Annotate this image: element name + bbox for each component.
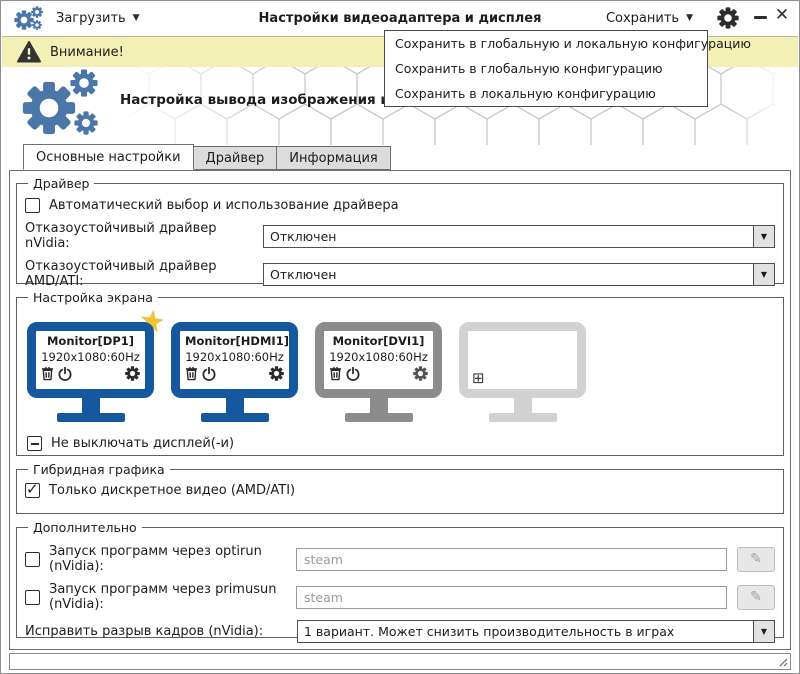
- primusun-checkbox[interactable]: [25, 589, 40, 605]
- group-extra: Дополнительно Запуск программ через opti…: [16, 520, 784, 643]
- primusun-edit-button[interactable]: ✎: [737, 584, 775, 610]
- auto-driver-label: Автоматический выбор и использование дра…: [49, 198, 399, 213]
- tearing-fix-value: 1 вариант. Может снизить производительно…: [304, 624, 675, 639]
- chevron-down-icon: ▼: [132, 13, 140, 23]
- trash-icon[interactable]: [329, 366, 342, 381]
- amd-failsafe-value: Отключен: [270, 266, 337, 282]
- monitor-dvi1[interactable]: Monitor[DVI1] 1920x1080:60Hz: [315, 322, 442, 428]
- group-screen-title: Настройка экрана: [33, 290, 153, 305]
- power-icon[interactable]: [202, 367, 216, 381]
- menu-item-save-global-local[interactable]: Сохранить в глобальную и локальную конфи…: [395, 36, 751, 51]
- minimize-icon[interactable]: [754, 16, 767, 19]
- group-screen: Настройка экрана ★ Monitor[DP1] 1920x108…: [16, 290, 784, 456]
- pencil-icon: ✎: [750, 551, 762, 567]
- monitor-name: Monitor[HDMI1]: [185, 334, 289, 348]
- save-dropdown-menu: Сохранить в глобальную и локальную конфи…: [384, 30, 751, 107]
- pencil-icon: ✎: [750, 589, 762, 605]
- menu-item-save-global[interactable]: Сохранить в глобальную конфигурацию: [395, 61, 663, 76]
- discrete-only-label: Только дискретное видео (AMD/ATI): [49, 483, 296, 498]
- monitor-dp1[interactable]: ★ Monitor[DP1] 1920x1080:60Hz: [27, 302, 167, 428]
- tab-information[interactable]: Информация: [276, 146, 391, 170]
- monitor-mode: 1920x1080:60Hz: [41, 350, 140, 364]
- app-logo-large: [22, 67, 118, 145]
- primusun-command-input[interactable]: [296, 585, 727, 609]
- optirun-checkbox[interactable]: [25, 551, 40, 567]
- save-button-label: Сохранить: [605, 11, 680, 26]
- app-logo-icon: [14, 6, 44, 32]
- main-panel: Драйвер Автоматический выбор и использов…: [9, 170, 791, 650]
- monitor-name: Monitor[DVI1]: [332, 334, 425, 348]
- gear-icon[interactable]: [125, 366, 140, 381]
- load-button[interactable]: Загрузить ▼: [56, 1, 140, 36]
- chevron-down-icon[interactable]: ▼: [753, 225, 774, 247]
- group-driver-title: Драйвер: [33, 176, 90, 191]
- monitor-list: ★ Monitor[DP1] 1920x1080:60Hz: [27, 302, 773, 428]
- gear-icon[interactable]: [269, 366, 284, 381]
- monitor-mode: 1920x1080:60Hz: [329, 350, 428, 364]
- warning-text: Внимание!: [50, 44, 124, 60]
- chevron-down-icon[interactable]: ▼: [753, 263, 774, 285]
- nvidia-failsafe-value: Отключен: [270, 228, 337, 244]
- monitor-hdmi1[interactable]: Monitor[HDMI1] 1920x1080:60Hz: [171, 322, 298, 428]
- add-monitor-icon[interactable]: ⊞: [472, 369, 485, 387]
- tearing-fix-select[interactable]: 1 вариант. Может снизить производительно…: [297, 620, 775, 643]
- group-hybrid: Гибридная графика Только дискретное виде…: [16, 462, 784, 514]
- settings-gear-icon[interactable]: [717, 7, 739, 29]
- primusun-label: Запуск программ через primusun (nVidia):: [49, 582, 277, 612]
- warning-triangle-icon: [17, 41, 41, 63]
- gear-icon[interactable]: [413, 366, 428, 381]
- power-icon[interactable]: [58, 367, 72, 381]
- optirun-command-input[interactable]: [296, 547, 727, 571]
- menu-item-save-local[interactable]: Сохранить в локальную конфигурацию: [395, 86, 656, 101]
- close-icon[interactable]: ✕: [774, 5, 790, 25]
- chevron-down-icon[interactable]: ▼: [753, 621, 774, 642]
- auto-driver-checkbox[interactable]: [25, 198, 40, 213]
- group-extra-title: Дополнительно: [33, 520, 137, 535]
- tab-main-settings[interactable]: Основные настройки: [23, 144, 194, 170]
- power-icon[interactable]: [346, 367, 360, 381]
- tab-driver[interactable]: Драйвер: [192, 146, 278, 170]
- keep-displays-on-checkbox[interactable]: [27, 436, 42, 451]
- resize-grip[interactable]: [777, 656, 788, 667]
- monitor-empty-slot[interactable]: ⊞: [459, 322, 586, 428]
- discrete-only-checkbox[interactable]: [25, 480, 40, 498]
- trash-icon[interactable]: [41, 366, 54, 381]
- keep-displays-on-label: Не выключать дисплей(-и): [51, 436, 235, 451]
- load-button-label: Загрузить: [56, 11, 126, 26]
- amd-failsafe-select[interactable]: Отключен ▼: [263, 262, 775, 286]
- hex-fade-right: [728, 67, 798, 145]
- optirun-edit-button[interactable]: ✎: [737, 546, 775, 572]
- status-bar: [9, 653, 791, 670]
- chevron-down-icon: ▼: [686, 13, 693, 23]
- optirun-label: Запуск программ через optirun (nVidia):: [49, 544, 262, 574]
- trash-icon[interactable]: [185, 366, 198, 381]
- tearing-fix-label: Исправить разрыв кадров (nVidia):: [25, 624, 264, 639]
- group-driver: Драйвер Автоматический выбор и использов…: [16, 176, 784, 289]
- nvidia-failsafe-label: Отказоустойчивый драйвер nVidia:: [25, 221, 217, 251]
- monitor-name: Monitor[DP1]: [46, 334, 135, 348]
- nvidia-failsafe-select[interactable]: Отключен ▼: [263, 224, 775, 248]
- save-button[interactable]: Сохранить ▼: [606, 1, 693, 36]
- tab-bar: Основные настройки Драйвер Информация: [9, 144, 791, 170]
- amd-failsafe-label: Отказоустойчивый драйвер AMD/ATI:: [25, 259, 217, 289]
- hex-fade-left: [97, 67, 287, 145]
- group-hybrid-title: Гибридная графика: [33, 462, 165, 477]
- monitor-mode: 1920x1080:60Hz: [185, 350, 284, 364]
